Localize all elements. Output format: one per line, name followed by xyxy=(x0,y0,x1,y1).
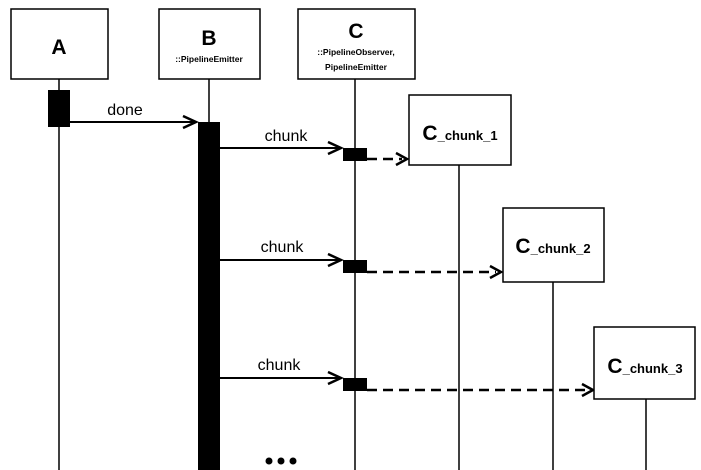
participant-c: C ::PipelineObserver, PipelineEmitter xyxy=(297,8,416,80)
arrowhead-done xyxy=(182,114,199,130)
participant-a-title: A xyxy=(51,36,66,59)
create-arrow-chunk-1 xyxy=(367,151,410,167)
participant-b-subtitle: ::PipelineEmitter xyxy=(175,54,243,64)
arrowhead-chunk-2 xyxy=(327,252,344,268)
participant-c-subtitle-line2: PipelineEmitter xyxy=(325,62,388,72)
message-done-label: done xyxy=(107,102,143,119)
create-arrow-chunk-3 xyxy=(367,382,596,398)
message-chunk-1-label: chunk xyxy=(265,128,309,145)
message-chunk-1: chunk xyxy=(220,128,344,156)
chunk-1-label: C_chunk_1 xyxy=(422,122,497,145)
participant-c-title: C xyxy=(348,20,363,43)
activation-c-2 xyxy=(343,260,367,273)
participant-b: B ::PipelineEmitter xyxy=(158,8,261,80)
activation-b xyxy=(198,122,220,470)
arrowhead-chunk-1 xyxy=(327,140,344,156)
chunk-3-label: C_chunk_3 xyxy=(607,355,682,378)
chunk-2-label: C_chunk_2 xyxy=(515,235,590,258)
participant-c-chunk-3: C_chunk_3 xyxy=(593,326,696,400)
participant-c-chunk-2: C_chunk_2 xyxy=(502,207,605,283)
message-chunk-3-label: chunk xyxy=(258,357,302,374)
activation-c-1 xyxy=(343,148,367,161)
message-chunk-2: chunk xyxy=(220,239,344,268)
participant-c-subtitle-line1: ::PipelineObserver, xyxy=(317,47,394,57)
participant-c-chunk-1: C_chunk_1 xyxy=(408,94,512,166)
participant-b-title: B xyxy=(201,27,216,50)
arrowhead-chunk-3 xyxy=(327,370,344,386)
message-done: done xyxy=(70,102,199,130)
activation-a xyxy=(48,90,70,127)
activation-c-3 xyxy=(343,378,367,391)
participant-a: A xyxy=(10,8,109,80)
continuation-ellipsis xyxy=(265,457,297,465)
message-chunk-2-label: chunk xyxy=(261,239,305,256)
message-chunk-3: chunk xyxy=(220,357,344,386)
create-arrow-chunk-2 xyxy=(367,264,504,280)
